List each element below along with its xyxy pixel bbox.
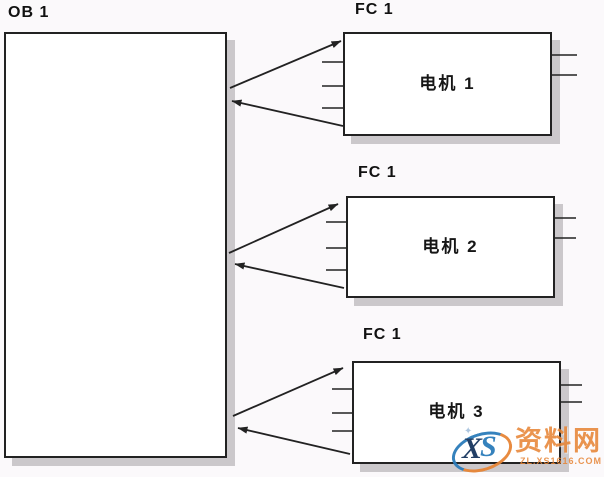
watermark-site-url: ZL.XS1616.COM (519, 456, 602, 467)
fc3-call-arrow (232, 367, 344, 417)
fc-block-3-content: 电机 3 (428, 402, 485, 421)
watermark-text: 资料网 ZL.XS1616.COM (515, 426, 602, 467)
fc-block-3: 电机 3 (352, 361, 561, 464)
fc1-output-pins (552, 54, 577, 76)
fc3-return-arrow (237, 426, 351, 455)
xs-logo-icon: ✦ X S (446, 424, 518, 477)
fc-block-2-label: FC 1 (358, 164, 397, 181)
fc3-input-pins (332, 388, 353, 432)
watermark-logo-s: S (480, 430, 497, 463)
fc-block-2: 电机 2 (346, 196, 555, 298)
fc2-output-pins (555, 217, 576, 239)
fc-block-1: 电机 1 (343, 32, 552, 136)
fc2-call-arrow (228, 203, 339, 254)
fc2-return-arrow (234, 262, 345, 289)
ob-block (4, 32, 227, 458)
fc1-call-arrow (229, 40, 342, 89)
watermark-site-name: 资料网 (515, 426, 602, 456)
fc3-output-pins (561, 384, 582, 403)
fc-block-2-content: 电机 2 (422, 236, 479, 256)
fc-block-1-label: FC 1 (355, 1, 394, 18)
fc2-input-pins (326, 221, 347, 271)
watermark: ✦ X S 资料网 ZL.XS1616.COM (446, 424, 602, 477)
fc-block-1-content: 电机 1 (419, 73, 476, 93)
fc1-input-pins (322, 61, 344, 109)
fc-block-3-label: FC 1 (363, 326, 402, 343)
watermark-logo-x: X (462, 432, 483, 465)
sparkle-icon: ✦ (464, 426, 473, 437)
fc1-return-arrow (231, 99, 344, 127)
ob-block-label: OB 1 (8, 4, 50, 21)
